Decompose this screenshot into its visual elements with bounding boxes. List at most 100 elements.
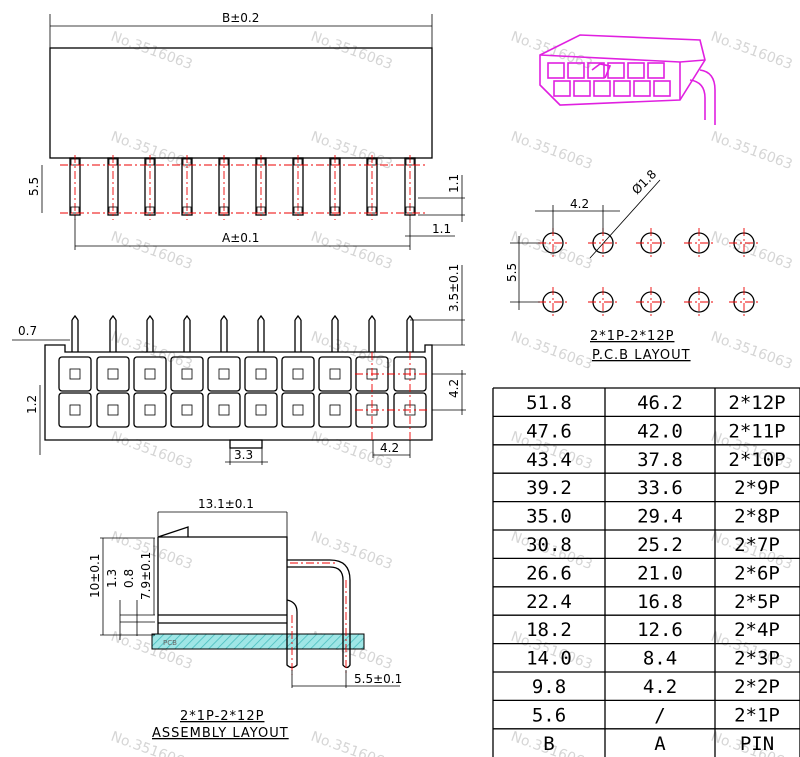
connector-cavity — [633, 80, 651, 97]
watermark-text: No.3516063 — [309, 729, 395, 757]
cavity — [58, 356, 92, 392]
pin-mark — [70, 206, 80, 214]
cavity — [244, 356, 278, 392]
terminal — [255, 404, 267, 416]
table-cell: 47.6 — [526, 420, 572, 442]
terminal — [69, 404, 81, 416]
front-body — [44, 344, 433, 441]
table-cell: 2*2P — [734, 676, 780, 698]
table-cell: 37.8 — [637, 449, 683, 471]
watermark-text: No.3516063 — [709, 129, 795, 173]
dim-5-5-pitch: 5.5±0.1 — [354, 672, 402, 686]
watermark-text: No.3516063 — [109, 29, 195, 73]
table-cell: 2*1P — [734, 704, 780, 726]
table-cell: 2*6P — [734, 562, 780, 584]
connector-cavity — [607, 62, 625, 79]
terminal — [218, 368, 230, 380]
connector-cavity — [547, 62, 565, 79]
pin-mark — [182, 158, 192, 166]
terminal — [329, 404, 341, 416]
pin-mark — [70, 158, 80, 166]
dim-4-2-horizontal: 4.2 — [380, 441, 399, 455]
cavity — [170, 356, 204, 392]
dim-3-5: 3.5±0.1 — [447, 264, 461, 312]
pin-mark — [182, 206, 192, 214]
table-cell: 2*8P — [734, 506, 780, 528]
cavity — [281, 392, 315, 428]
pin-mark — [293, 206, 303, 214]
table-cell: 2*9P — [734, 477, 780, 499]
connector-cavity — [647, 62, 665, 79]
cavity — [58, 392, 92, 428]
pcb-layout-title-2: P.C.B LAYOUT — [592, 348, 691, 363]
pin-tip — [146, 314, 154, 321]
dim-b: B±0.2 — [222, 11, 259, 25]
table-cell: 8.4 — [643, 648, 677, 670]
dim-1-1-vertical: 1.1 — [447, 174, 461, 193]
watermark-text: No.3516063 — [509, 329, 595, 373]
table-cell: 22.4 — [526, 591, 572, 613]
dim-3-3: 3.3 — [234, 448, 253, 462]
table-cell: 33.6 — [637, 477, 683, 499]
watermark-text: No.3516063 — [709, 29, 795, 73]
pcb-label: PCB — [163, 639, 177, 647]
watermark-text: No.3516063 — [109, 229, 195, 273]
table-cell: 18.2 — [526, 619, 572, 641]
watermark-text: No.3516063 — [309, 129, 395, 173]
dim-row-spacing: 5.5 — [505, 263, 519, 282]
dim-13-1: 13.1±0.1 — [198, 497, 254, 511]
terminal — [181, 368, 193, 380]
pin-mark — [256, 206, 266, 214]
terminal — [107, 404, 119, 416]
connector-cavity — [587, 62, 605, 79]
pin-mark — [256, 158, 266, 166]
dim-10: 10±0.1 — [88, 554, 102, 598]
pin-tip — [331, 314, 339, 321]
dim-pitch: 4.2 — [570, 197, 589, 211]
table-header-cell: PIN — [740, 733, 774, 755]
pin-tip — [109, 314, 117, 321]
table-cell: 9.8 — [532, 676, 566, 698]
watermark-text: No.3516063 — [309, 29, 395, 73]
terminal — [144, 404, 156, 416]
table-cell: 2*4P — [734, 619, 780, 641]
table-cell: / — [654, 704, 665, 726]
table-header-cell: B — [543, 733, 554, 755]
watermark-text: No.3516063 — [109, 329, 195, 373]
watermark-text: No.3516063 — [709, 229, 795, 273]
watermark-text: No.3516063 — [509, 229, 595, 273]
dim-a: A±0.1 — [222, 231, 259, 245]
pcb-layout: 4.2 Ø1.8 5.5 2*1P-2*12P P.C.B LAYOUT — [505, 167, 759, 363]
connector-cavity — [627, 62, 645, 79]
terminal — [255, 368, 267, 380]
pin-mark — [293, 158, 303, 166]
cavity — [207, 392, 241, 428]
pin-tip — [406, 314, 414, 321]
connector-cavity — [613, 80, 631, 97]
pcb-board — [151, 633, 365, 650]
assembly-title-1: 2*1P-2*12P — [180, 709, 264, 724]
watermark-text: No.3516063 — [709, 329, 795, 373]
table-cell: 46.2 — [637, 392, 683, 414]
pin-mark — [145, 158, 155, 166]
pin-tip — [368, 314, 376, 321]
connector-cavity — [593, 80, 611, 97]
terminal — [292, 404, 304, 416]
cavity — [133, 356, 167, 392]
watermark-text: No.3516063 — [509, 129, 595, 173]
terminal — [218, 404, 230, 416]
table-cell: 29.4 — [637, 506, 683, 528]
pin-tip — [71, 314, 79, 321]
table-cell: 4.2 — [643, 676, 677, 698]
table-cell: 42.0 — [637, 420, 683, 442]
table-cell: 2*11P — [728, 420, 785, 442]
table-cell: 12.6 — [637, 619, 683, 641]
pin-tip — [220, 314, 228, 321]
table-cell: 14.0 — [526, 648, 572, 670]
table-cell: 39.2 — [526, 477, 572, 499]
terminal — [181, 404, 193, 416]
dim-1-1-horizontal: 1.1 — [432, 222, 451, 236]
connector-3d-icon — [539, 34, 716, 125]
